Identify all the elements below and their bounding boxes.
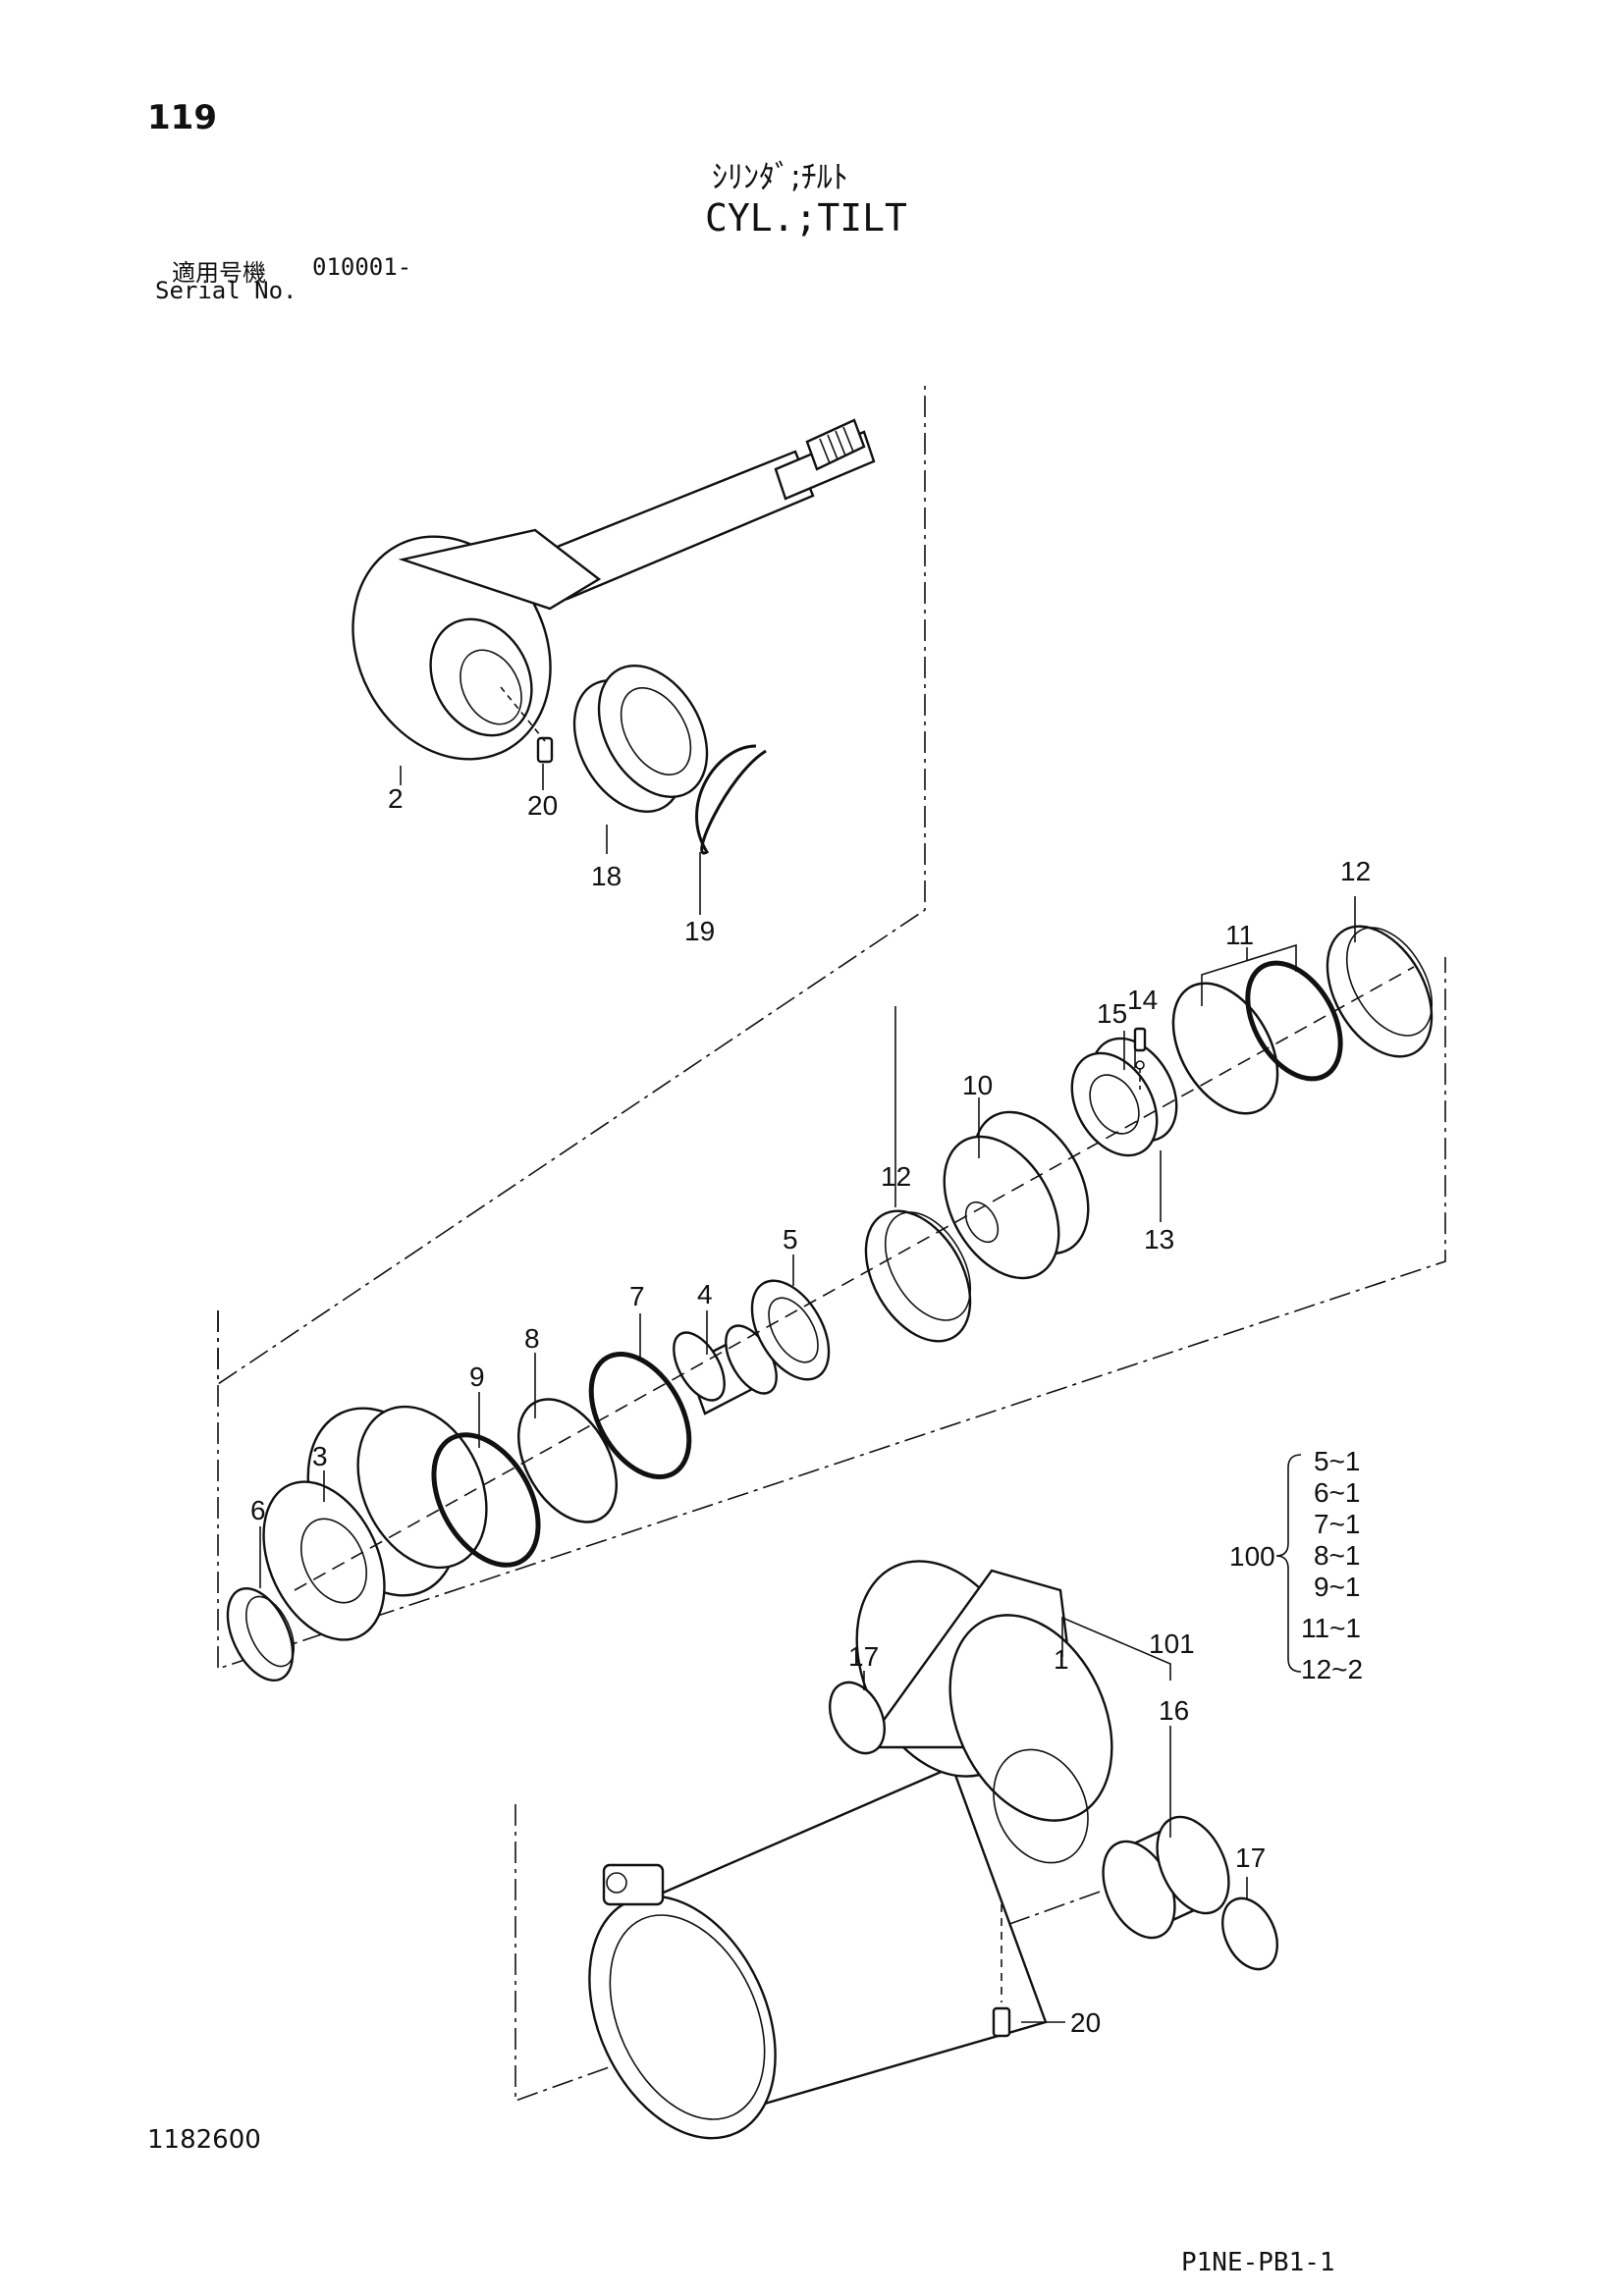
serial-label-japanese: 適用号機	[172, 259, 266, 287]
wear-ring-lower	[864, 1209, 972, 1343]
callout-20-top: 20	[527, 790, 558, 821]
spherical-bushing	[572, 664, 709, 814]
kit-label: 100	[1229, 1541, 1275, 1572]
callout-15: 15	[1097, 998, 1127, 1029]
tube-seal-lower	[1221, 1896, 1278, 1971]
backup-ring-8	[516, 1398, 619, 1523]
o-ring-9	[431, 1432, 541, 1568]
title-english: CYL.;TILT	[705, 196, 907, 240]
kit-item: 11~1	[1301, 1613, 1361, 1643]
callout-1: 1	[1054, 1644, 1069, 1675]
callout-8: 8	[524, 1323, 540, 1354]
callout-17-upper: 17	[848, 1641, 879, 1672]
callout-101: 101	[1149, 1629, 1195, 1659]
piston-seal-ring	[1171, 982, 1279, 1115]
tube-bushing	[1102, 1815, 1230, 1940]
grease-nipple-bottom	[992, 1904, 1011, 2038]
callout-12-middle: 12	[881, 1161, 911, 1192]
callout-10: 10	[962, 1070, 993, 1100]
page-number: 119	[147, 98, 217, 137]
callout-2: 2	[388, 783, 404, 814]
frame-piston-group	[217, 957, 1446, 1671]
piston-rod	[352, 418, 876, 761]
tube-seal-upper	[829, 1681, 886, 1755]
serial-number-value: 010001-	[312, 253, 412, 281]
callout-4: 4	[697, 1279, 713, 1309]
cylinder-tube	[588, 1560, 1113, 2140]
kit-item: 7~1	[1314, 1509, 1361, 1539]
kit-item: 9~1	[1314, 1572, 1361, 1602]
frame-rod-group	[217, 383, 926, 1386]
o-ring-7	[588, 1351, 692, 1480]
title-japanese: ｼﾘﾝﾀﾞ;ﾁﾙﾄ	[712, 158, 848, 195]
callout-14: 14	[1127, 985, 1158, 1015]
callout-7: 7	[629, 1281, 645, 1311]
serial-label-english: Serial No.	[155, 277, 298, 304]
callout-19: 19	[684, 916, 715, 946]
figure-number: 1182600	[147, 2125, 261, 2155]
piston-group-centerline	[294, 966, 1415, 1591]
wear-ring-upper	[1326, 925, 1434, 1058]
callout-16: 16	[1159, 1695, 1189, 1726]
callout-17-lower: 17	[1235, 1842, 1266, 1873]
grease-nipple-top	[500, 686, 554, 764]
snap-ring	[695, 744, 767, 855]
page-code: P1NE-PB1-1	[1181, 2248, 1335, 2277]
cylinder-head	[262, 1405, 488, 1641]
seal-kit-list: 100 5~1 6~1 7~1 8~1 9~1 11~1 12~2	[1229, 1446, 1363, 1684]
leader-lines	[259, 764, 1356, 2023]
piston-nut	[1070, 1037, 1178, 1157]
callout-11: 11	[1225, 920, 1254, 950]
set-screw	[1133, 1027, 1147, 1090]
callout-5: 5	[783, 1224, 798, 1255]
callout-18: 18	[591, 861, 622, 891]
dust-seal	[226, 1586, 296, 1682]
callout-6: 6	[250, 1495, 266, 1525]
callout-3: 3	[312, 1441, 328, 1471]
callout-20-bottom: 20	[1070, 2007, 1101, 2038]
callout-9: 9	[469, 1362, 485, 1392]
piston-o-ring	[1245, 960, 1343, 1082]
kit-item: 12~2	[1301, 1654, 1363, 1684]
callout-13: 13	[1144, 1224, 1174, 1255]
kit-item: 8~1	[1314, 1540, 1361, 1571]
rod-seal	[750, 1279, 831, 1381]
callout-12-top: 12	[1340, 856, 1371, 886]
piston	[943, 1110, 1090, 1280]
kit-item: 5~1	[1314, 1446, 1361, 1476]
kit-item: 6~1	[1314, 1477, 1361, 1508]
